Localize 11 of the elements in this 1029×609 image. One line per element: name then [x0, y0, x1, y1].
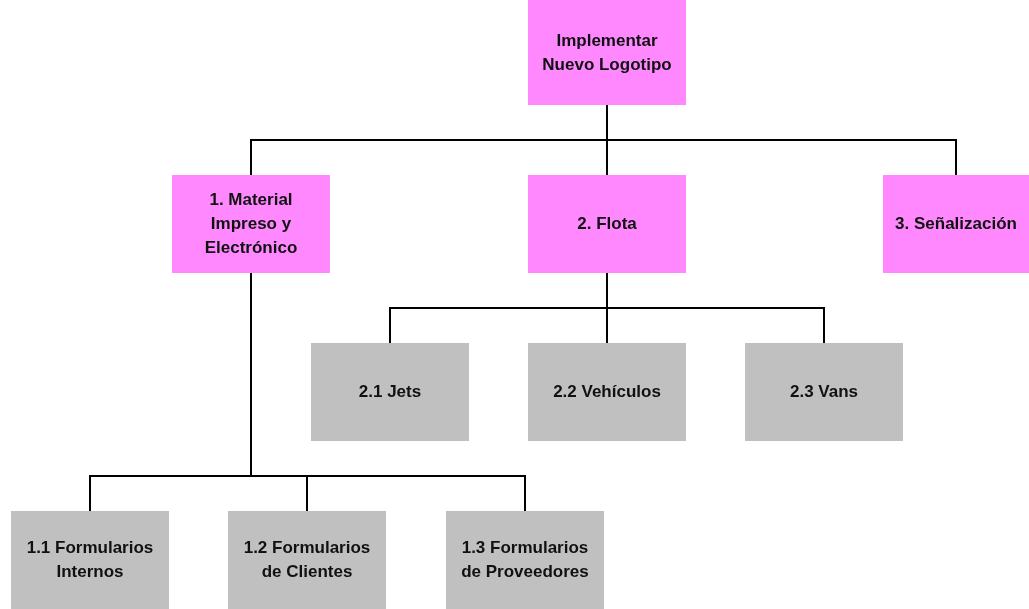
- task-box: Implementar Nuevo Logotipo: [528, 0, 686, 105]
- task-box: 1. Material Impreso y Electrónico: [172, 175, 330, 273]
- task-box: 1.3 Formularios de Proveedores: [446, 511, 604, 609]
- task-box: 2.3 Vans: [745, 343, 903, 441]
- task-box: 3. Señalización: [883, 175, 1029, 273]
- task-box: 1.2 Formularios de Clientes: [228, 511, 386, 609]
- connector-line: [606, 272, 825, 344]
- task-box: 2.2 Vehículos: [528, 343, 686, 441]
- task-box: 2. Flota: [528, 175, 686, 273]
- task-box: 2.1 Jets: [311, 343, 469, 441]
- task-box: 1.1 Formularios Internos: [11, 511, 169, 609]
